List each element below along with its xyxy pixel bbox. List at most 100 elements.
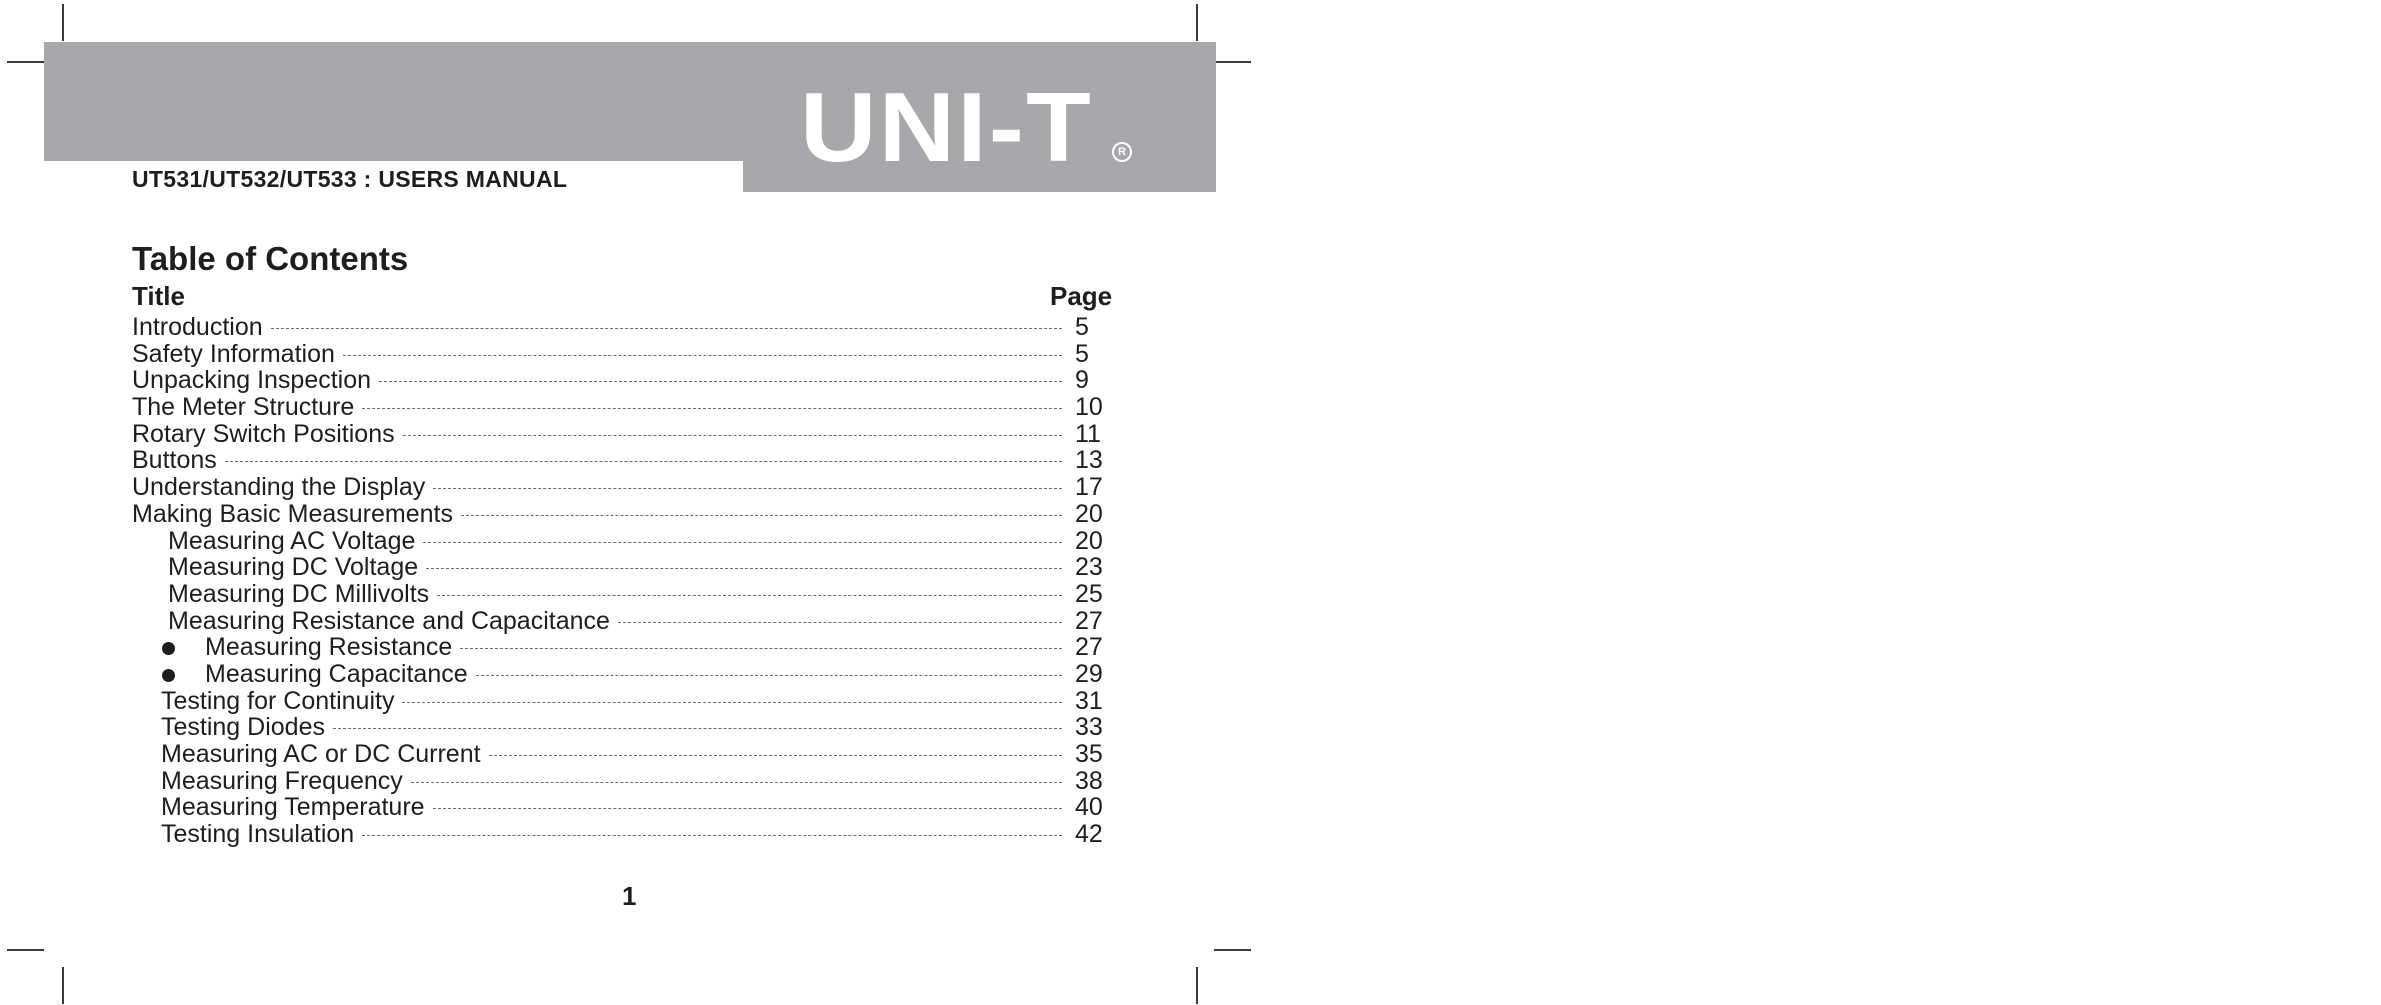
- toc-entry: Testing for Continuity 31: [0, 686, 1200, 715]
- toc-leader-dots: [362, 408, 1062, 410]
- bullet-icon: [162, 668, 175, 682]
- crop-mark-bottom-left: [62, 967, 64, 1004]
- toc-entry: Measuring Frequency 38: [0, 766, 1200, 795]
- toc-leader-dots: [437, 594, 1062, 596]
- registered-mark: R: [1112, 142, 1132, 162]
- logo-text: UNI-T: [800, 72, 1093, 182]
- toc-entry-title: Measuring AC Voltage: [168, 527, 422, 555]
- toc-entry: Testing Diodes 33: [0, 713, 1200, 742]
- toc-entry-title: Measuring Resistance and Capacitance: [168, 607, 616, 635]
- toc-entry-title: Safety Information: [132, 340, 341, 368]
- crop-mark-top-right: [1196, 4, 1198, 41]
- toc-entry: Testing Insulation 42: [0, 821, 1200, 848]
- toc-entry: Measuring Temperature 40: [0, 793, 1200, 822]
- toc-entry-title: Measuring Capacitance: [205, 661, 474, 688]
- toc-entry: Measuring DC Voltage 23: [0, 554, 1200, 581]
- toc-entry-page: 31: [1075, 686, 1103, 715]
- toc-entry-page: 29: [1075, 659, 1103, 688]
- toc-leader-dots: [402, 434, 1062, 436]
- toc-entry: Rotary Switch Positions 11: [0, 421, 1200, 448]
- crop-mark-left-bottom: [7, 949, 44, 951]
- toc-leader-dots: [426, 568, 1062, 570]
- toc-entry-title: Introduction: [132, 314, 269, 341]
- toc-entry-title: Understanding the Display: [132, 474, 432, 501]
- header-band: [44, 42, 1216, 161]
- toc-leader-dots: [432, 808, 1062, 810]
- toc-leader-dots: [379, 381, 1062, 383]
- toc-entry-title: Measuring DC Millivolts: [168, 581, 436, 608]
- toc-leader-dots: [332, 728, 1062, 730]
- toc-entry-page: 13: [1075, 446, 1103, 475]
- toc-leader-dots: [342, 354, 1062, 356]
- toc-leader-dots: [617, 621, 1062, 623]
- toc-entry-title: Buttons: [132, 447, 223, 475]
- toc-entry: Measuring Resistance 27: [0, 634, 1200, 661]
- toc-leader-dots: [402, 701, 1062, 703]
- bullet-icon: [162, 642, 175, 656]
- toc-entry: Understanding the Display 17: [0, 474, 1200, 501]
- toc-leader-dots: [423, 541, 1062, 543]
- crop-mark-left-top: [7, 61, 44, 63]
- toc-entry-page: 5: [1075, 313, 1089, 341]
- crop-mark-bottom-right: [1196, 967, 1198, 1004]
- crop-mark-top-left: [62, 4, 64, 41]
- toc-entry-title: The Meter Structure: [132, 394, 361, 421]
- toc-entry-page: 20: [1075, 526, 1103, 555]
- toc-entry-page: 23: [1075, 553, 1103, 582]
- toc-entry: Making Basic Measurements 20: [0, 501, 1200, 528]
- toc-entry: Safety Information 5: [0, 339, 1200, 368]
- toc-entry-page: 33: [1075, 713, 1103, 742]
- toc-entry-page: 9: [1075, 366, 1089, 395]
- toc-leader-dots: [460, 648, 1062, 650]
- toc-entry: Buttons 13: [0, 446, 1200, 475]
- toc-entry-page: 25: [1075, 579, 1103, 608]
- header-tail: [743, 161, 1216, 192]
- toc-entry-title: Testing for Continuity: [161, 687, 401, 715]
- toc-entry-page: 35: [1075, 740, 1103, 768]
- crop-mark-right-top: [1214, 61, 1251, 63]
- toc-column-title: Title: [132, 281, 185, 311]
- toc-entry-title: Measuring Resistance: [205, 634, 459, 661]
- toc-leader-dots: [270, 328, 1062, 329]
- toc-entry-title: Testing Insulation: [161, 821, 361, 848]
- crop-mark-right-bottom: [1214, 949, 1251, 951]
- toc-leader-dots: [433, 488, 1062, 490]
- toc-entry-title: Making Basic Measurements: [132, 501, 459, 528]
- toc-entry-title: Rotary Switch Positions: [132, 421, 401, 448]
- toc-leader-dots: [475, 674, 1062, 676]
- toc-entry-page: 27: [1075, 606, 1103, 635]
- toc-leader-dots: [488, 755, 1062, 756]
- toc-entry: Measuring AC or DC Current 35: [0, 741, 1200, 768]
- toc-entry-page: 17: [1075, 473, 1103, 502]
- toc-entry-page: 42: [1075, 820, 1103, 849]
- toc-entry: Measuring AC Voltage 20: [0, 526, 1200, 555]
- toc-entry-title: Measuring AC or DC Current: [161, 741, 487, 768]
- toc-heading: Table of Contents: [132, 240, 409, 277]
- toc-entry-page: 27: [1075, 633, 1103, 662]
- toc-leader-dots: [410, 781, 1062, 783]
- toc-entry-page: 40: [1075, 793, 1103, 822]
- page-number: 1: [622, 881, 637, 911]
- toc-entry-page: 20: [1075, 499, 1103, 528]
- toc-entry-title: Measuring DC Voltage: [168, 554, 425, 581]
- toc-entry: Measuring Resistance and Capacitance 27: [0, 606, 1200, 635]
- toc-entry-title: Measuring Temperature: [161, 794, 431, 822]
- toc-entry-page: 5: [1075, 339, 1089, 368]
- toc-entry-page: 38: [1075, 766, 1103, 795]
- toc-leader-dots: [460, 514, 1062, 516]
- toc-entry: Measuring DC Millivolts 25: [0, 581, 1200, 608]
- toc-entry-title: Testing Diodes: [161, 714, 331, 742]
- toc-entry: The Meter Structure 10: [0, 394, 1200, 421]
- toc-entry-page: 11: [1075, 419, 1101, 448]
- toc-entry-title: Measuring Frequency: [161, 767, 409, 795]
- toc-entry-title: Unpacking Inspection: [132, 367, 378, 395]
- toc-entry-page: 10: [1075, 393, 1103, 422]
- manual-title: UT531/UT532/UT533 : USERS MANUAL: [132, 166, 568, 192]
- toc-entry: Unpacking Inspection 9: [0, 366, 1200, 395]
- uni-t-logo: UNI-T R: [800, 78, 1132, 176]
- toc-entry: Measuring Capacitance 29: [0, 661, 1200, 688]
- toc-column-page: Page: [1050, 281, 1113, 311]
- toc-leader-dots: [362, 835, 1062, 837]
